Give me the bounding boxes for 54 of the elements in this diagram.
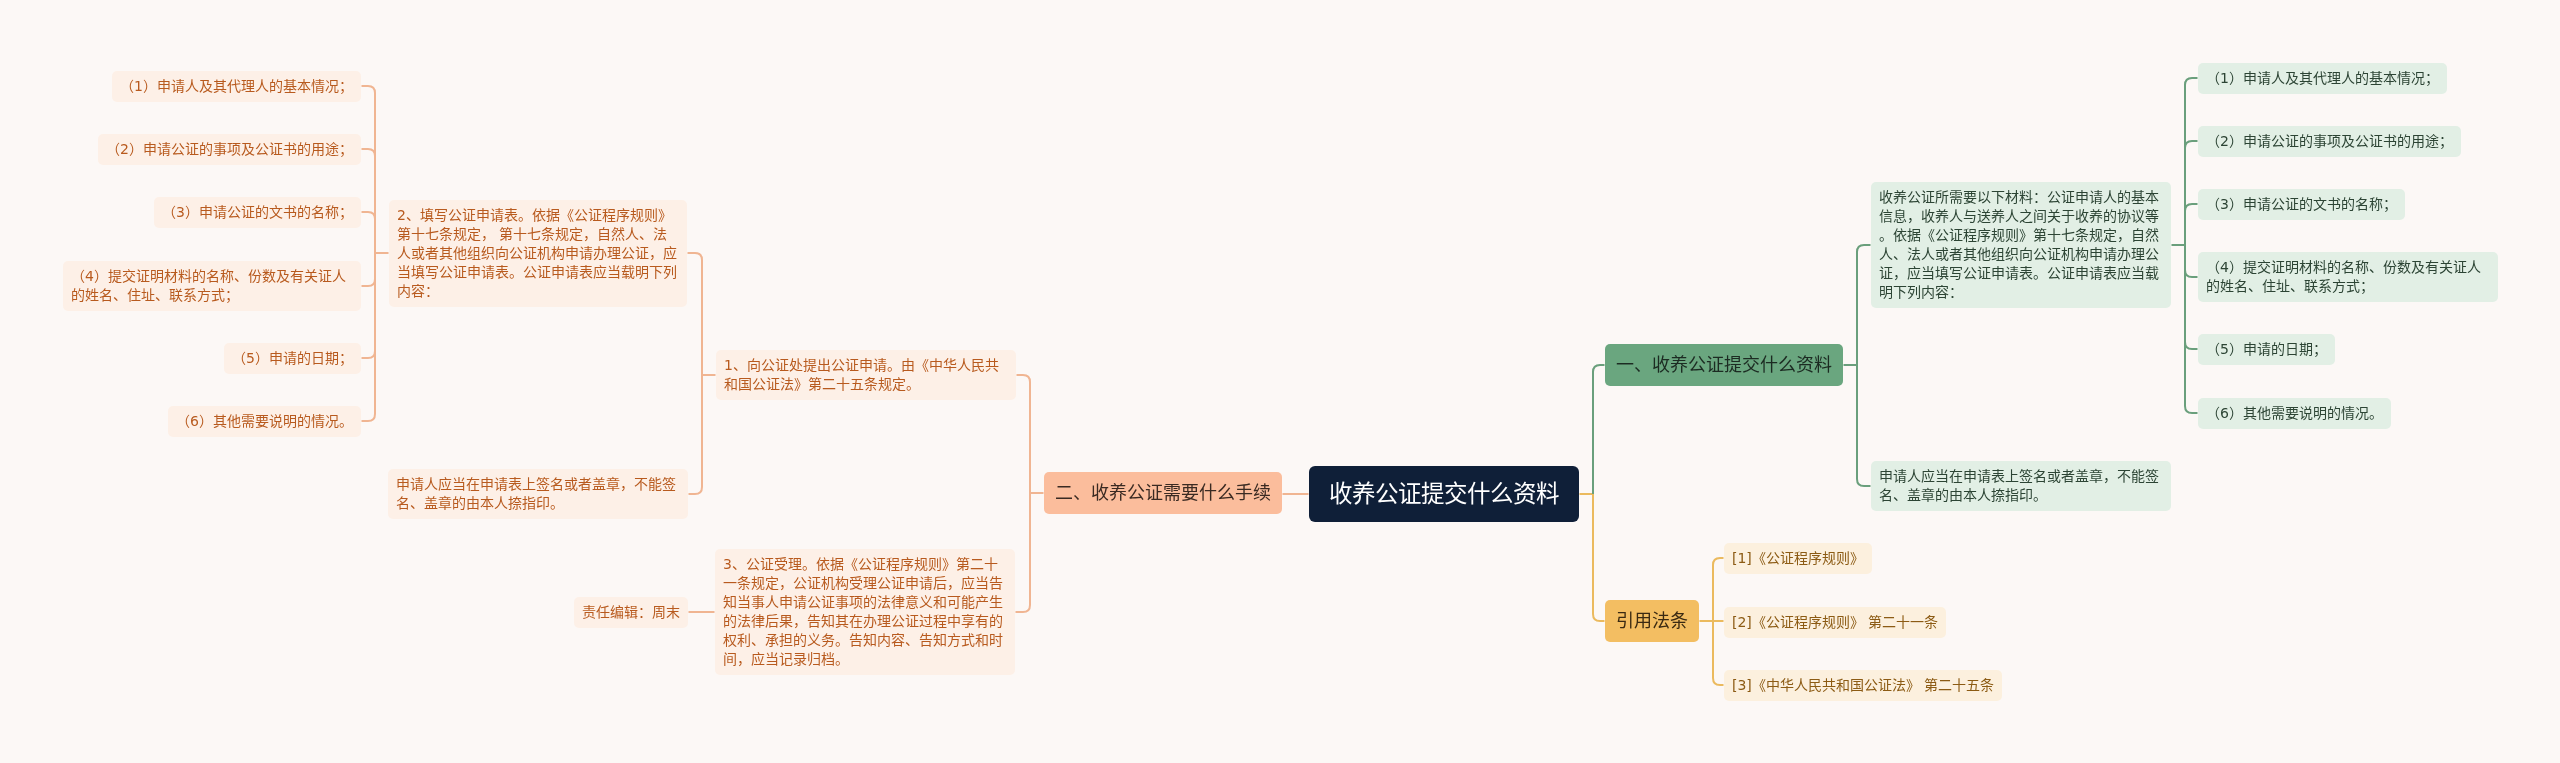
connector-line xyxy=(2184,244,2186,271)
connector-line xyxy=(1592,364,1606,495)
connector-line xyxy=(374,252,376,280)
connector-line xyxy=(1014,492,1031,613)
branch-topic-box: 一、收养公证提交什么资料 xyxy=(1605,344,1843,386)
connector-line xyxy=(1856,244,1872,366)
subtopic-box: [2]《公证程序规则》 第二十一条 xyxy=(1724,606,1947,638)
subtopic-box: （2）申请公证的事项及公证书的用途； xyxy=(98,133,361,165)
subtopic-box: [1]《公证程序规则》 xyxy=(1724,542,1872,574)
subtopic-box: 申请人应当在申请表上签名或者盖章，不能签名、盖章的由本人捺指印。 xyxy=(388,469,688,519)
connector-line xyxy=(701,374,717,376)
connector-line xyxy=(686,252,703,376)
subtopic-box: （6）其他需要说明的情况。 xyxy=(2198,397,2391,429)
central-topic-box: 收养公证提交什么资料 xyxy=(1309,466,1579,522)
subtopic-box: （4）提交证明材料的名称、份数及有关证人的姓名、住址、联系方式； xyxy=(63,261,361,311)
connector-line xyxy=(1281,493,1310,495)
subtopic-box: 3、公证受理。依据《公证程序规则》第二十一条规定，公证机构受理公证申请后，应当告知当事人申请公证事项的法律意义和可能产生的法律后果，告知其在办理公证过程中享有的权利、承担的义务。告知内容、告知方式和时间，应当记录归档。 xyxy=(715,549,1015,675)
connector-line xyxy=(2184,147,2186,212)
subtopic-box: 1、向公证处提出公证申请。由《中华人民共和国公证法》第二十五条规定。 xyxy=(716,350,1016,400)
subtopic-box: （3）申请公证的文书的名称； xyxy=(2198,188,2405,220)
branch-topic-box: 二、收养公证需要什么手续 xyxy=(1044,472,1282,514)
subtopic-box: （6）其他需要说明的情况。 xyxy=(168,405,361,437)
connector-line xyxy=(2184,341,2199,414)
connector-line xyxy=(374,252,390,254)
subtopic-box: 2、填写公证申请表。依据《公证程序规则》第十七条规定， 第十七条规定，自然人、法人或者其他组织向公证机构申请办理公证，应当填写公证申请表。公证申请表应当载明下列内容： xyxy=(389,199,687,307)
connector-line xyxy=(1592,493,1606,622)
subtopic-box: （5）申请的日期； xyxy=(2198,333,2335,365)
subtopic-box: （1）申请人及其代理人的基本情况； xyxy=(2198,62,2447,94)
subtopic-box: （2）申请公证的事项及公证书的用途； xyxy=(2198,125,2461,157)
subtopic-box: [3]《中华人民共和国公证法》 第二十五条 xyxy=(1724,669,2003,701)
connector-line xyxy=(360,85,376,157)
connector-line xyxy=(1712,620,1725,622)
connector-line xyxy=(2184,269,2186,343)
connector-line xyxy=(1856,364,1872,487)
connector-line xyxy=(374,155,376,220)
connector-line xyxy=(360,350,376,422)
branch-topic-box: 引用法条 xyxy=(1605,600,1699,642)
connector-line xyxy=(1015,374,1031,494)
subtopic-box: （5）申请的日期； xyxy=(224,342,361,374)
connector-line xyxy=(2184,77,2199,149)
subtopic-box: （4）提交证明材料的名称、份数及有关证人的姓名、住址、联系方式； xyxy=(2198,252,2498,302)
subtopic-box: 收养公证所需要以下材料：公证申请人的基本信息，收养人与送养人之间关于收养的协议等。依据《公证程序规则》第十七条规定，自然人、法人或者其他组织向公证机构申请办理公证，应当填写公证申请表。公证申请表应当载明下列内容： xyxy=(1871,182,2171,308)
connector-line xyxy=(374,218,376,254)
connector-line xyxy=(374,278,376,352)
subtopic-box: 申请人应当在申请表上签名或者盖章，不能签名、盖章的由本人捺指印。 xyxy=(1871,461,2171,511)
connector-line xyxy=(2184,210,2186,246)
connector-line xyxy=(1712,557,1725,622)
connector-line xyxy=(1712,620,1725,686)
connector-line xyxy=(687,611,716,613)
subtopic-box: 责任编辑：周末 xyxy=(574,596,688,628)
subtopic-box: （3）申请公证的文书的名称； xyxy=(154,196,361,228)
subtopic-box: （1）申请人及其代理人的基本情况； xyxy=(112,70,361,102)
connector-line xyxy=(1029,492,1045,494)
connector-line xyxy=(687,374,703,495)
